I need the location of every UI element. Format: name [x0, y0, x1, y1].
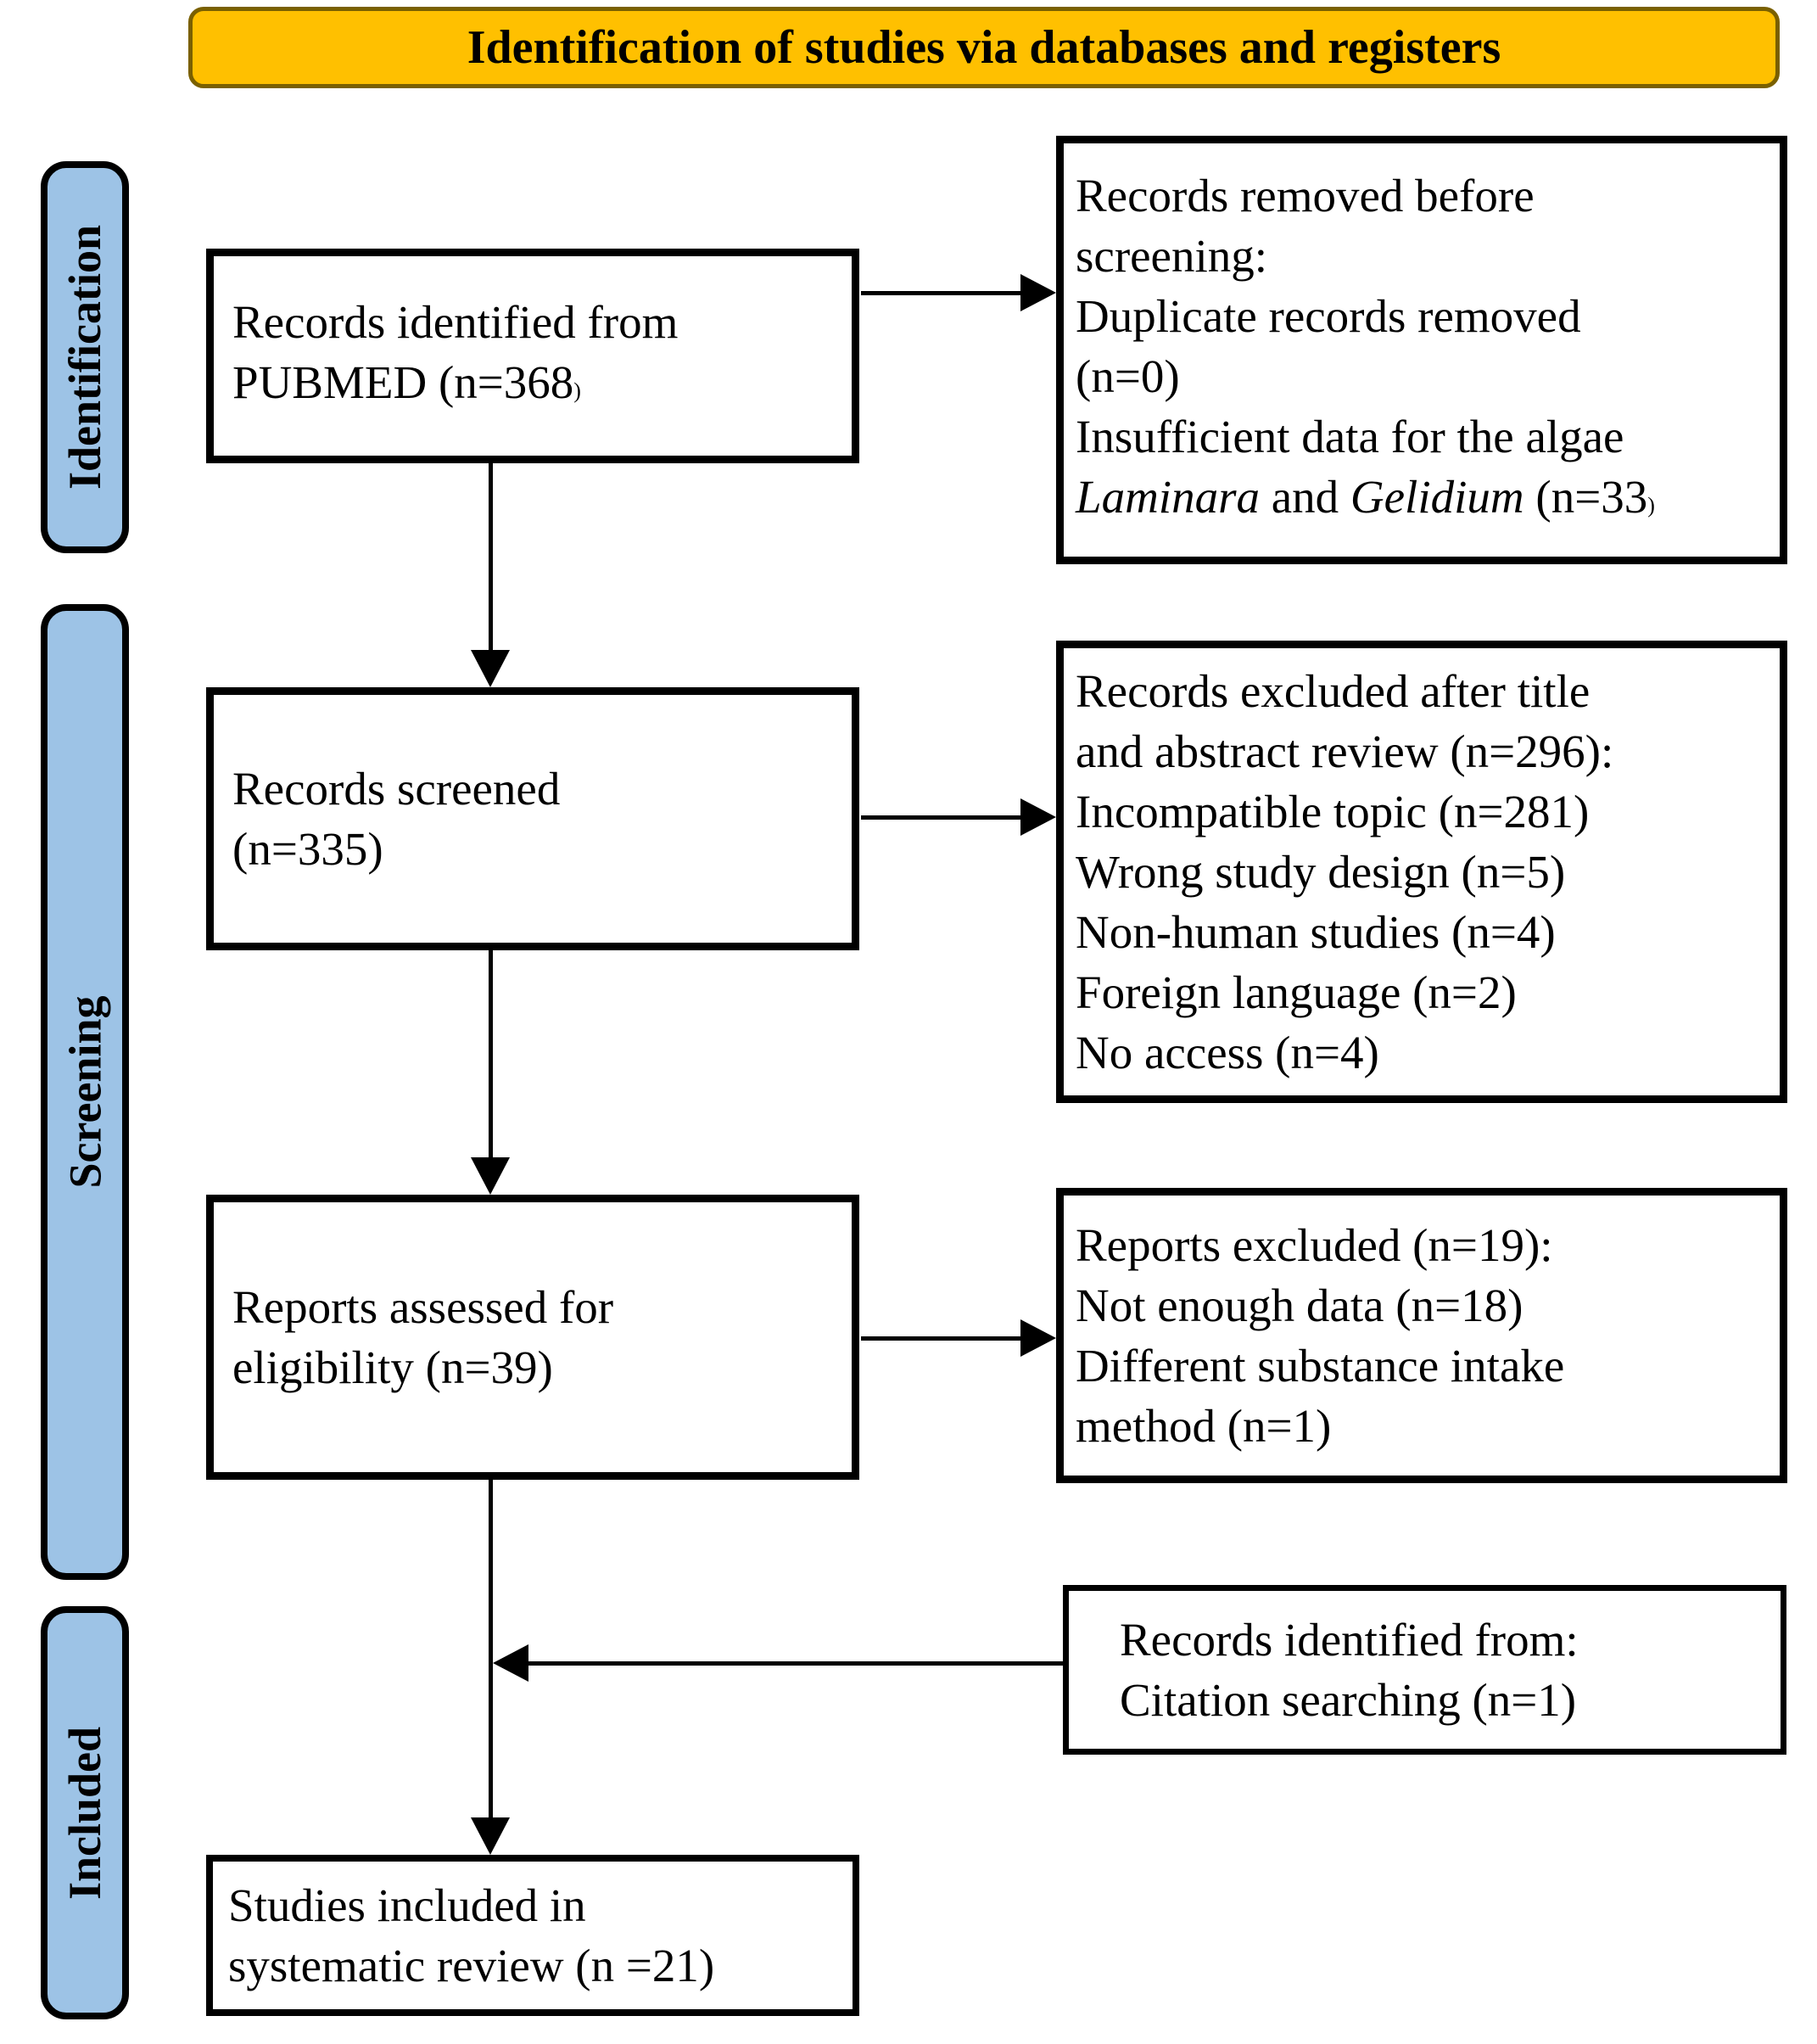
box-line: No access (n=4) [1076, 1027, 1379, 1078]
box-line: Studies included in [228, 1879, 586, 1931]
box-line: and abstract review (n=296): [1076, 725, 1614, 777]
box-citation-searching: Records identified from: Citation search… [1063, 1585, 1786, 1755]
arrow-identified-to-removed-line [861, 291, 1024, 295]
box-line: (n=335) [232, 823, 383, 875]
box-line: Records screened [232, 763, 561, 815]
box-line: PUBMED (n=368) [232, 356, 581, 408]
box-records-screened: Records screened (n=335) [206, 687, 859, 950]
stage-label-screening: Screening [59, 995, 110, 1189]
box-records-excluded: Records excluded after title and abstrac… [1056, 641, 1787, 1103]
arrow-assessed-to-reports-excluded-line [861, 1336, 1024, 1341]
box-reports-assessed: Reports assessed for eligibility (n=39) [206, 1195, 859, 1480]
box-line: Foreign language (n=2) [1076, 966, 1517, 1018]
arrow-identified-to-removed-head [1020, 274, 1056, 311]
box-line: Insufficient data for the algae [1076, 410, 1624, 462]
box-line: eligibility (n=39) [232, 1341, 553, 1393]
box-line: Records identified from: [1120, 1614, 1579, 1666]
box-line: (n=0) [1076, 350, 1180, 402]
stage-label-identification: Identification [59, 224, 111, 490]
arrow-citation-to-flow-line [528, 1661, 1063, 1666]
box-line: Reports assessed for [232, 1281, 614, 1333]
box-line: Citation searching (n=1) [1120, 1674, 1577, 1726]
title-banner-label: Identification of studies via databases … [467, 21, 1501, 74]
stage-bar-screening: Screening [41, 604, 129, 1580]
box-line: Non-human studies (n=4) [1076, 906, 1556, 958]
box-reports-excluded: Reports excluded (n=19): Not enough data… [1056, 1188, 1787, 1483]
arrow-identified-to-screened-head [471, 650, 510, 687]
arrow-assessed-to-included-head [471, 1817, 510, 1855]
box-line: Not enough data (n=18) [1076, 1280, 1523, 1331]
small-paren: ) [573, 378, 581, 403]
box-line: Duplicate records removed [1076, 289, 1581, 342]
arrow-screened-to-assessed-head [471, 1157, 510, 1195]
box-records-removed: Records removed before screening: Duplic… [1056, 136, 1787, 564]
arrow-screened-to-assessed-line [489, 950, 493, 1159]
arrow-assessed-to-reports-excluded-head [1020, 1319, 1056, 1357]
small-paren: ) [1647, 492, 1655, 518]
arrow-citation-to-flow-head [493, 1644, 528, 1682]
box-line: screening: [1076, 229, 1268, 282]
box-line: Records identified from [232, 295, 679, 348]
box-studies-included: Studies included in systematic review (n… [206, 1855, 859, 2016]
box-records-identified: Records identified from PUBMED (n=368) [206, 249, 859, 463]
arrow-screened-to-excluded-line [861, 815, 1024, 820]
arrow-identified-to-screened-line [489, 463, 493, 652]
box-line: Incompatible topic (n=281) [1076, 786, 1590, 837]
stage-bar-identification: Identification [41, 161, 129, 553]
box-line: method (n=1) [1076, 1400, 1332, 1452]
box-line-species: Laminara and Gelidium (n=33) [1076, 470, 1655, 523]
box-line: Wrong study design (n=5) [1076, 846, 1566, 898]
box-line: systematic review (n =21) [228, 1940, 715, 1991]
species-name: Gelidium [1350, 470, 1524, 523]
box-line: Records excluded after title [1076, 665, 1591, 717]
stage-bar-included: Included [41, 1606, 129, 2019]
box-line: Records removed before [1076, 169, 1535, 221]
arrow-assessed-to-included-line [489, 1480, 493, 1817]
box-line: Reports excluded (n=19): [1076, 1219, 1553, 1271]
species-name: Laminara [1076, 470, 1260, 523]
title-banner: Identification of studies via databases … [188, 7, 1780, 88]
box-line: Different substance intake [1076, 1340, 1565, 1392]
arrow-screened-to-excluded-head [1020, 798, 1056, 836]
stage-label-included: Included [59, 1726, 110, 1900]
